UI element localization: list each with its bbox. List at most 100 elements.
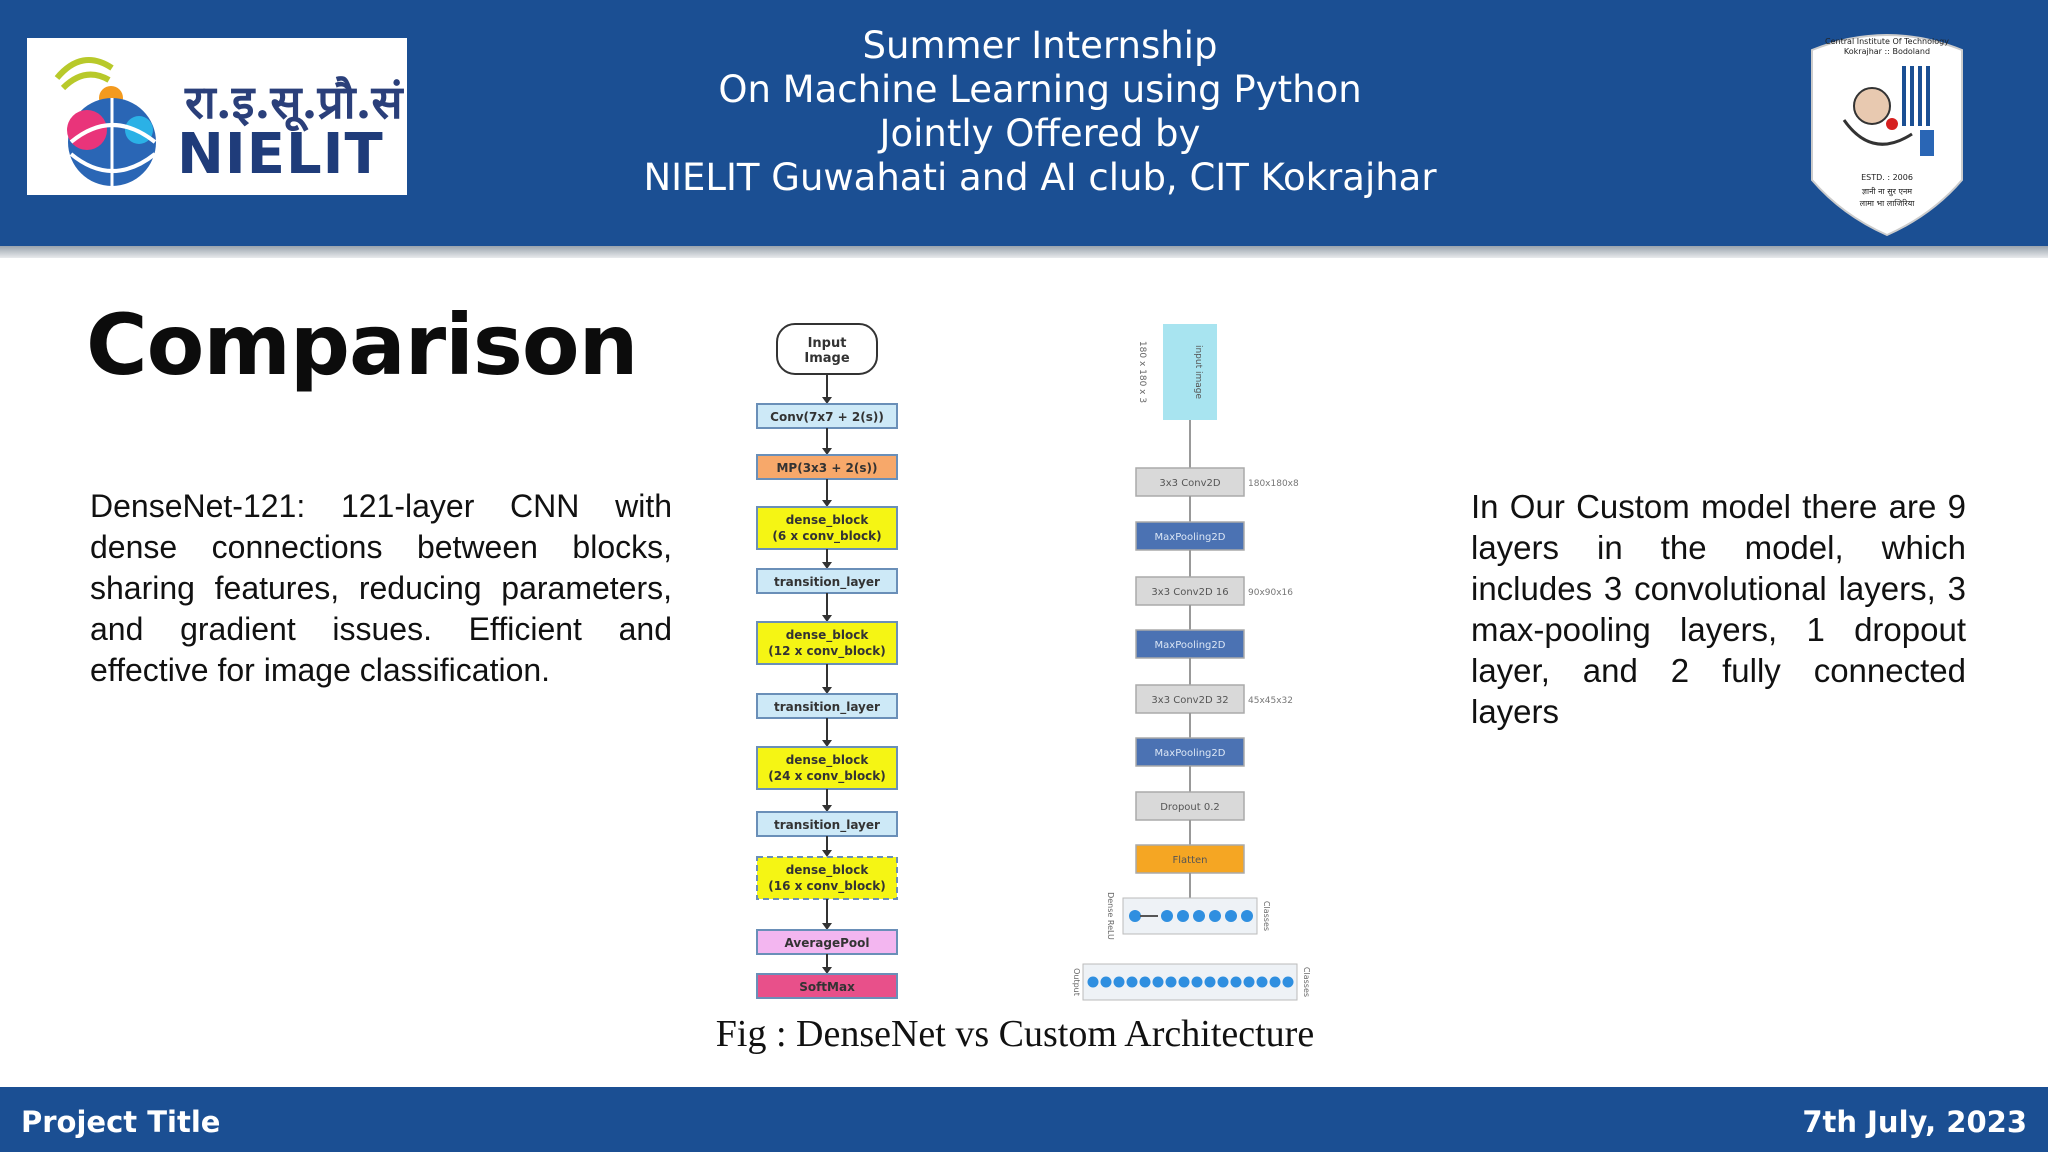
output-neuron <box>1191 976 1203 988</box>
densenet-block-label: (6 x conv_block) <box>772 529 881 544</box>
custom-layer-block <box>1135 684 1245 714</box>
custom-layer-label: MaxPooling2D <box>1155 640 1226 651</box>
custom-layer-block <box>1135 467 1245 497</box>
densenet-block-label: transition_layer <box>774 700 880 715</box>
densenet-block <box>756 403 898 429</box>
dense-neuron <box>1241 910 1253 922</box>
custom-input-dim: 180 x 180 x 3 <box>1137 341 1147 403</box>
output-neuron <box>1256 976 1268 988</box>
header-bar: रा.इ.सू.प्रौ.सं NIELIT Summer Internship… <box>0 0 2048 246</box>
densenet-block <box>756 973 898 999</box>
nielit-logo: रा.इ.सू.प्रौ.सं NIELIT <box>27 38 407 195</box>
output-neuron <box>1204 976 1216 988</box>
densenet-block <box>756 856 898 900</box>
arrow-head <box>822 687 832 694</box>
footer-bar: Project Title 7th July, 2023 <box>0 1087 2048 1152</box>
cit-kokrajhar-seal-icon: Central Institute Of Technology Kokrajha… <box>1811 34 1963 237</box>
densenet-block-label: (16 x conv_block) <box>768 879 886 894</box>
arrow-head <box>822 448 832 455</box>
densenet-block <box>756 693 898 719</box>
output-neuron <box>1139 976 1151 988</box>
title-line-3: Jointly Offered by <box>879 112 1201 155</box>
custom-layer-label: 3x3 Conv2D 32 <box>1151 695 1228 706</box>
output-neuron <box>1269 976 1281 988</box>
input-node-label: Input <box>808 336 847 351</box>
densenet-block <box>756 929 898 955</box>
custom-model-description: In Our Custom model there are 9 layers i… <box>1471 488 1966 730</box>
title-line-4: NIELIT Guwahati and AI club, CIT Kokrajh… <box>643 156 1437 199</box>
dense-neuron <box>1225 910 1237 922</box>
custom-layer-label: Dropout 0.2 <box>1160 802 1220 813</box>
densenet-block-label: transition_layer <box>774 818 880 833</box>
figure-caption: Fig : DenseNet vs Custom Architecture <box>715 1013 1315 1055</box>
custom-layer-label: MaxPooling2D <box>1155 748 1226 759</box>
custom-layer-label: Flatten <box>1173 855 1208 866</box>
arrow-head <box>822 967 832 974</box>
title-line-2: On Machine Learning using Python <box>718 68 1362 111</box>
output-neuron <box>1126 976 1138 988</box>
custom-layer-dim: 90x90x16 <box>1248 588 1293 598</box>
custom-model-diagram: input image 180 x 180 x 3 3x3 Conv2D 180x18… <box>1072 324 1311 1001</box>
output-neuron <box>1178 976 1190 988</box>
dense-right-label: Classes <box>1262 901 1271 931</box>
densenet-block-label: MP(3x3 + 2(s)) <box>776 461 877 475</box>
dense-neuron <box>1177 910 1189 922</box>
densenet-block-label: dense_block <box>786 863 870 878</box>
dense-neuron <box>1129 910 1141 922</box>
input-node-label: Image <box>804 351 849 366</box>
seal-line-2: Kokrajhar :: Bodoland <box>1844 47 1930 56</box>
output-neuron <box>1282 976 1294 988</box>
arrow-head <box>822 397 832 404</box>
arrow-head <box>822 923 832 930</box>
densenet-block-label: AveragePool <box>785 936 870 950</box>
densenet-block-label: (24 x conv_block) <box>768 769 886 784</box>
logo-wordmark: NIELIT <box>177 122 384 187</box>
seal-line-3: ESTD. : 2006 <box>1861 173 1913 182</box>
dense-neuron <box>1193 910 1205 922</box>
densenet-block-label: transition_layer <box>774 575 880 590</box>
densenet-block-label: (12 x conv_block) <box>768 644 886 659</box>
custom-layer-label: 3x3 Conv2D <box>1159 478 1221 489</box>
densenet-block-label: dense_block <box>786 513 870 528</box>
seal-line-1: Central Institute Of Technology <box>1825 37 1949 46</box>
custom-layer-label: MaxPooling2D <box>1155 532 1226 543</box>
output-neuron <box>1243 976 1255 988</box>
output-left-label: Output <box>1072 968 1081 996</box>
densenet-block-label: SoftMax <box>799 980 855 994</box>
custom-layer-dim: 180x180x8 <box>1248 479 1299 489</box>
arrow-head <box>822 740 832 747</box>
seal-line-5: लामा भा लाजिरिया <box>1860 198 1916 208</box>
densenet-block <box>756 746 898 790</box>
logo-hindi-text: रा.इ.सू.प्रौ.सं <box>185 75 403 129</box>
custom-input-label: input image <box>1193 345 1203 400</box>
custom-layer-block <box>1135 844 1245 874</box>
arrow-head <box>822 850 832 857</box>
nielit-emblem-icon <box>54 57 157 186</box>
custom-layer-dim: 45x45x32 <box>1248 696 1293 706</box>
output-neuron <box>1113 976 1125 988</box>
header-shadow <box>0 246 2048 258</box>
dense-neuron <box>1161 910 1173 922</box>
densenet-block-label: dense_block <box>786 753 870 768</box>
custom-layer-label: 3x3 Conv2D 16 <box>1151 587 1228 598</box>
custom-input-node <box>1163 324 1217 420</box>
output-right-label: Classes <box>1302 967 1311 997</box>
internship-title: Summer Internship On Machine Learning us… <box>560 24 1520 200</box>
arrow-head <box>822 615 832 622</box>
arrow-head <box>822 500 832 507</box>
arrow-head <box>822 805 832 812</box>
output-neuron <box>1230 976 1242 988</box>
dense-left-label: Dense ReLU <box>1106 892 1115 940</box>
output-neuron <box>1165 976 1177 988</box>
output-neuron <box>1152 976 1164 988</box>
custom-layer-block <box>1135 737 1245 767</box>
densenet-block-label: dense_block <box>786 628 870 643</box>
densenet-block-label: Conv(7x7 + 2(s)) <box>770 410 884 424</box>
slide-title: Comparison <box>86 296 638 394</box>
custom-layer-block <box>1135 521 1245 551</box>
densenet-description: DenseNet-121: 121-layer CNN with dense c… <box>90 488 672 688</box>
output-neuron <box>1087 976 1099 988</box>
output-neuron <box>1217 976 1229 988</box>
